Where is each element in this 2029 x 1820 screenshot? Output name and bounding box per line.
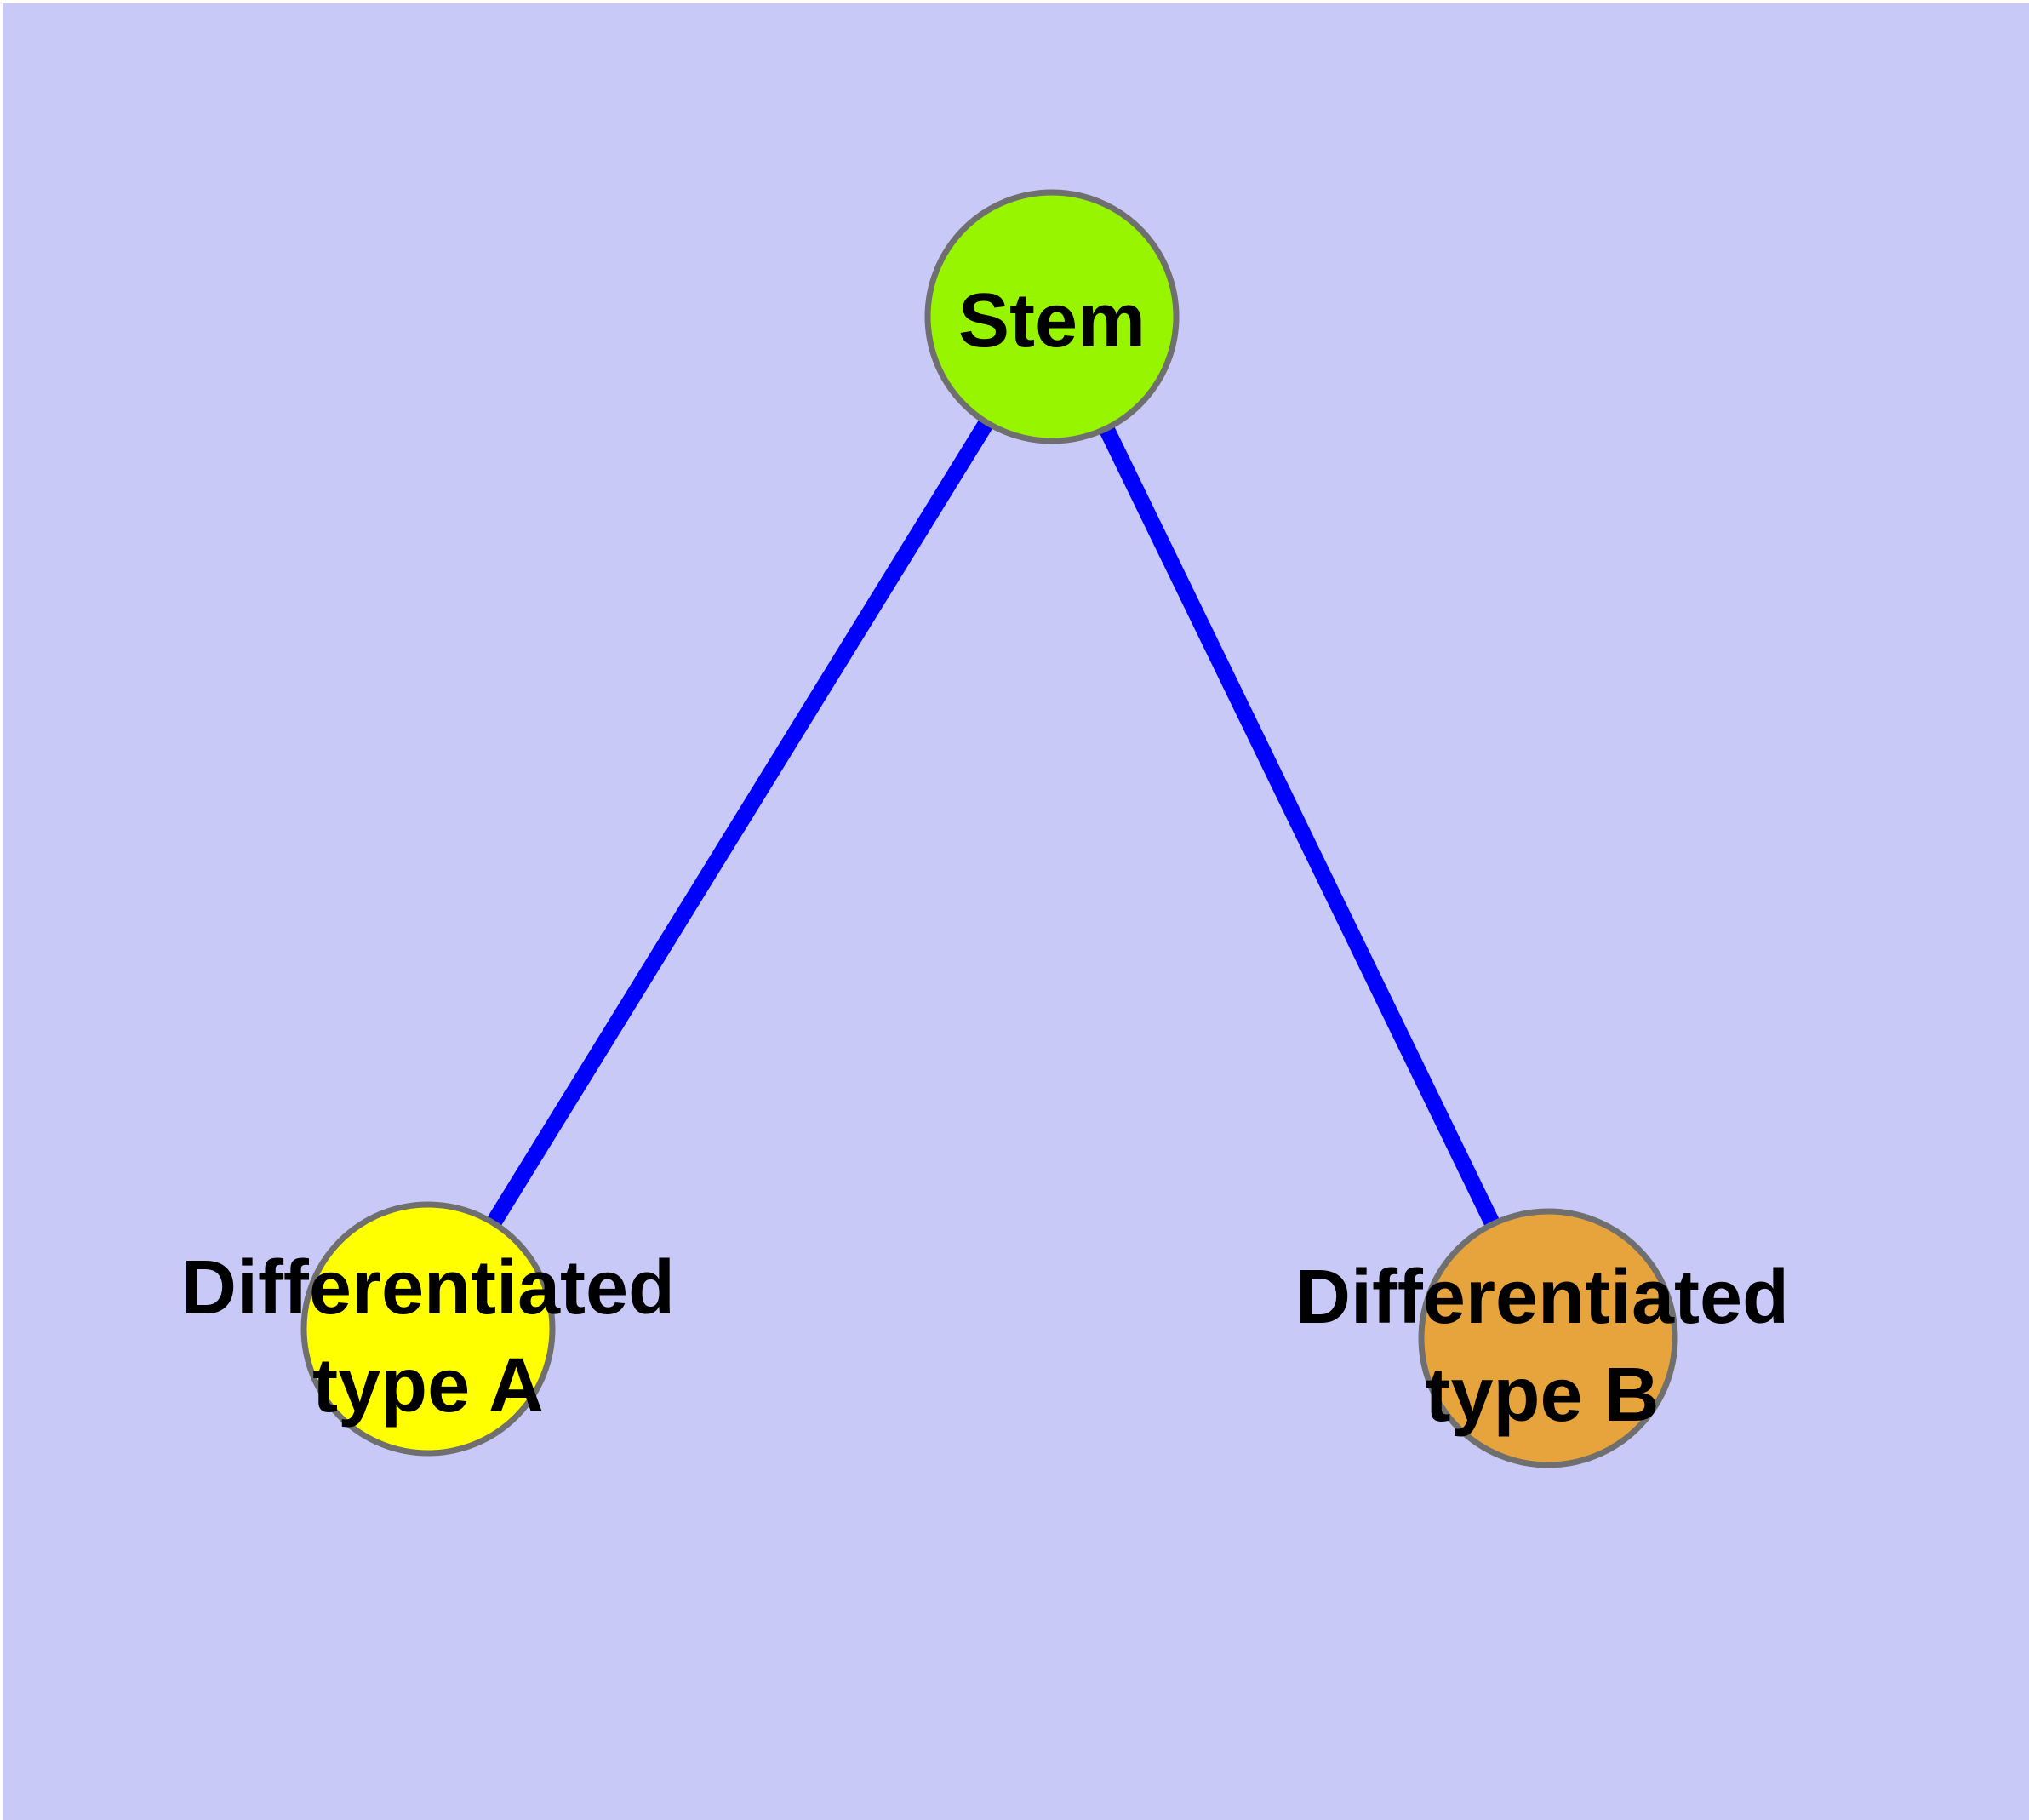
edge-stem-to-type-a: [420, 312, 1060, 1333]
node-type-b-label-line1: Differentiated: [1295, 1255, 1789, 1340]
node-type-b-circle: [1418, 1208, 1678, 1468]
node-type-b-label-line2: type B: [1425, 1353, 1659, 1438]
node-type-a-label-line2: type A: [312, 1343, 544, 1428]
node-stem-label: Stem: [958, 278, 1146, 363]
node-type-a-circle: [300, 1201, 556, 1457]
edge-stem-to-type-b: [1044, 312, 1556, 1342]
node-stem-circle: [924, 189, 1180, 444]
node-type-a-label-line1: Differentiated: [181, 1245, 675, 1331]
